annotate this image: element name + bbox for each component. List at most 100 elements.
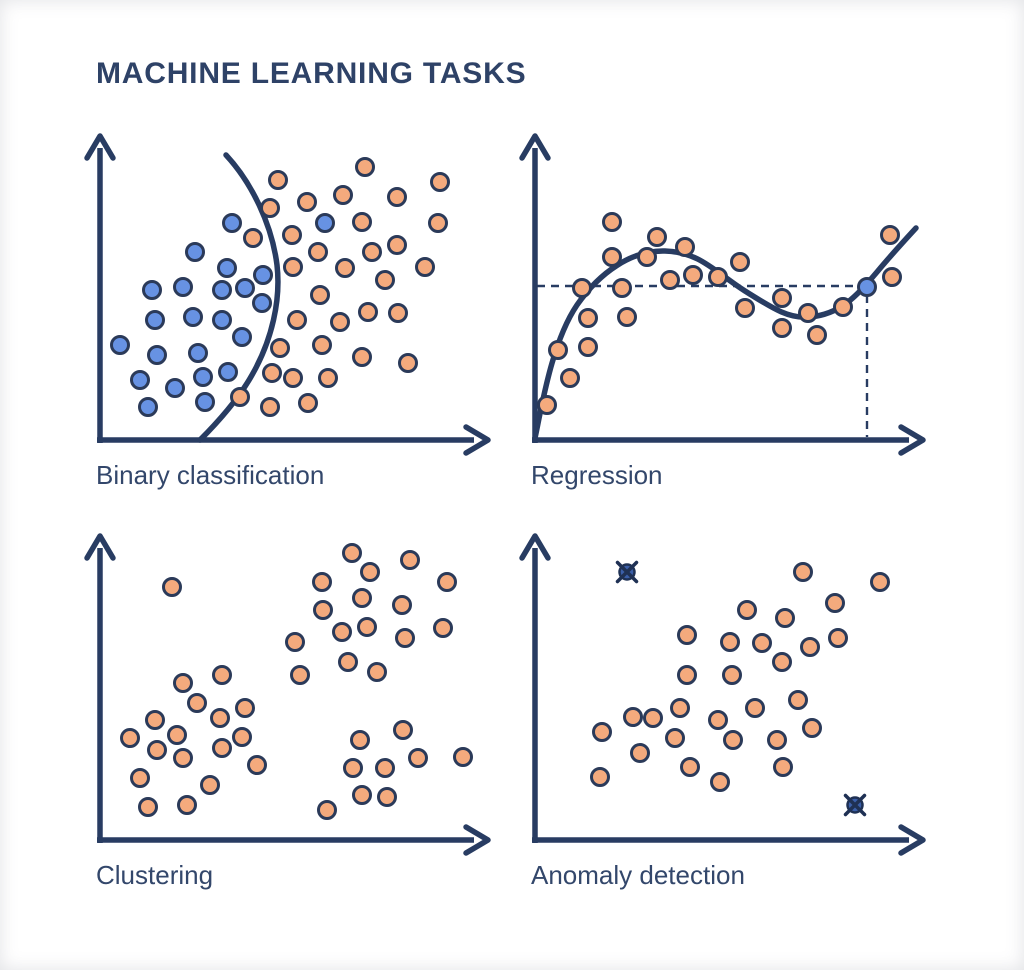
- normal-points-dot: [623, 707, 643, 727]
- class-blue-dot: [315, 213, 335, 233]
- samples-dot: [675, 237, 695, 257]
- class-orange-dot: [333, 185, 353, 205]
- cluster-points-dot: [167, 725, 187, 745]
- class-orange-dot: [230, 387, 250, 407]
- class-orange-dot: [352, 212, 372, 232]
- cluster-points-dot: [400, 550, 420, 570]
- class-blue-dot: [188, 343, 208, 363]
- decision-boundary-curve: [197, 152, 281, 443]
- cluster-points-dot: [437, 572, 457, 592]
- class-orange-dot: [243, 228, 263, 248]
- cluster-points-dot: [147, 740, 167, 760]
- x-axis-arrowhead: [463, 824, 491, 856]
- class-orange-dot: [415, 257, 435, 277]
- class-blue-dot: [145, 310, 165, 330]
- normal-points-dot: [737, 600, 757, 620]
- class-orange-dot: [268, 170, 288, 190]
- class-blue-dot: [193, 367, 213, 387]
- anomaly-point: [615, 560, 639, 584]
- samples-dot: [708, 267, 728, 287]
- y-axis-arrowhead: [519, 133, 551, 161]
- cluster-points-dot: [367, 662, 387, 682]
- x-axis-arrowhead: [898, 824, 926, 856]
- class-orange-dot: [398, 353, 418, 373]
- normal-points-dot: [745, 698, 765, 718]
- class-orange-dot: [358, 302, 378, 322]
- samples-dot: [602, 247, 622, 267]
- class-orange-dot: [430, 172, 450, 192]
- samples-dot: [647, 227, 667, 247]
- class-orange-dot: [308, 242, 328, 262]
- panel-label-regression: Regression: [531, 460, 663, 490]
- regression-plot: [519, 133, 926, 456]
- y-axis-arrowhead: [519, 533, 551, 561]
- class-blue-dot: [142, 280, 162, 300]
- cluster-points-dot: [312, 572, 332, 592]
- x-axis-arrowhead: [898, 424, 926, 456]
- samples-dot: [602, 212, 622, 232]
- cluster-points-dot: [187, 693, 207, 713]
- class-blue-dot: [185, 242, 205, 262]
- class-blue-dot: [110, 335, 130, 355]
- panel-label-clustering: Clustering: [96, 860, 214, 890]
- cluster-points-dot: [120, 728, 140, 748]
- normal-points-dot: [870, 572, 890, 592]
- cluster-points-dot: [212, 738, 232, 758]
- class-orange-dot: [388, 303, 408, 323]
- cluster-points-dot: [290, 665, 310, 685]
- class-orange-dot: [260, 397, 280, 417]
- normal-points-dot: [677, 625, 697, 645]
- class-blue-dot: [252, 293, 272, 313]
- normal-points-dot: [772, 652, 792, 672]
- normal-points-dot: [800, 637, 820, 657]
- class-orange-dot: [298, 393, 318, 413]
- cluster-points-dot: [360, 562, 380, 582]
- cluster-points-dot: [433, 618, 453, 638]
- samples-dot: [683, 265, 703, 285]
- y-axis-arrowhead: [84, 533, 116, 561]
- samples-dot: [537, 395, 557, 415]
- cluster-points-dot: [235, 698, 255, 718]
- normal-points-dot: [592, 722, 612, 742]
- class-blue-dot: [195, 392, 215, 412]
- panel-label-anomaly-detection: Anomaly detection: [531, 860, 745, 890]
- class-orange-dot: [310, 285, 330, 305]
- samples-dot: [772, 288, 792, 308]
- normal-points-dot: [802, 718, 822, 738]
- cluster-points-dot: [352, 785, 372, 805]
- samples-dot: [578, 337, 598, 357]
- samples-dot: [617, 307, 637, 327]
- cluster-points-dot: [212, 665, 232, 685]
- class-blue-dot: [173, 277, 193, 297]
- normal-points-dot: [793, 562, 813, 582]
- class-blue-dot: [130, 370, 150, 390]
- class-orange-dot: [283, 368, 303, 388]
- x-axis-arrowhead: [463, 424, 491, 456]
- class-orange-dot: [282, 225, 302, 245]
- cluster-points-dot: [285, 632, 305, 652]
- normal-points-dot: [590, 767, 610, 787]
- cluster-points-dot: [130, 768, 150, 788]
- anomaly-x-stroke: [843, 793, 867, 817]
- cluster-points-dot: [313, 600, 333, 620]
- normal-points-dot: [677, 665, 697, 685]
- class-orange-dot: [355, 157, 375, 177]
- normal-points-dot: [752, 633, 772, 653]
- class-orange-dot: [387, 235, 407, 255]
- samples-dot: [833, 297, 853, 317]
- normal-points-dot: [710, 772, 730, 792]
- cluster-points-dot: [395, 628, 415, 648]
- class-blue-dot: [212, 280, 232, 300]
- cluster-points-dot: [210, 708, 230, 728]
- class-orange-dot: [330, 312, 350, 332]
- class-blue-dot: [165, 378, 185, 398]
- cluster-points-dot: [232, 727, 252, 747]
- class-orange-dot: [287, 310, 307, 330]
- normal-points-dot: [708, 710, 728, 730]
- normal-points-dot: [680, 757, 700, 777]
- cluster-points-dot: [453, 747, 473, 767]
- samples-dot: [735, 298, 755, 318]
- cluster-points-dot: [393, 720, 413, 740]
- cluster-points-dot: [338, 652, 358, 672]
- class-blue-dot: [183, 307, 203, 327]
